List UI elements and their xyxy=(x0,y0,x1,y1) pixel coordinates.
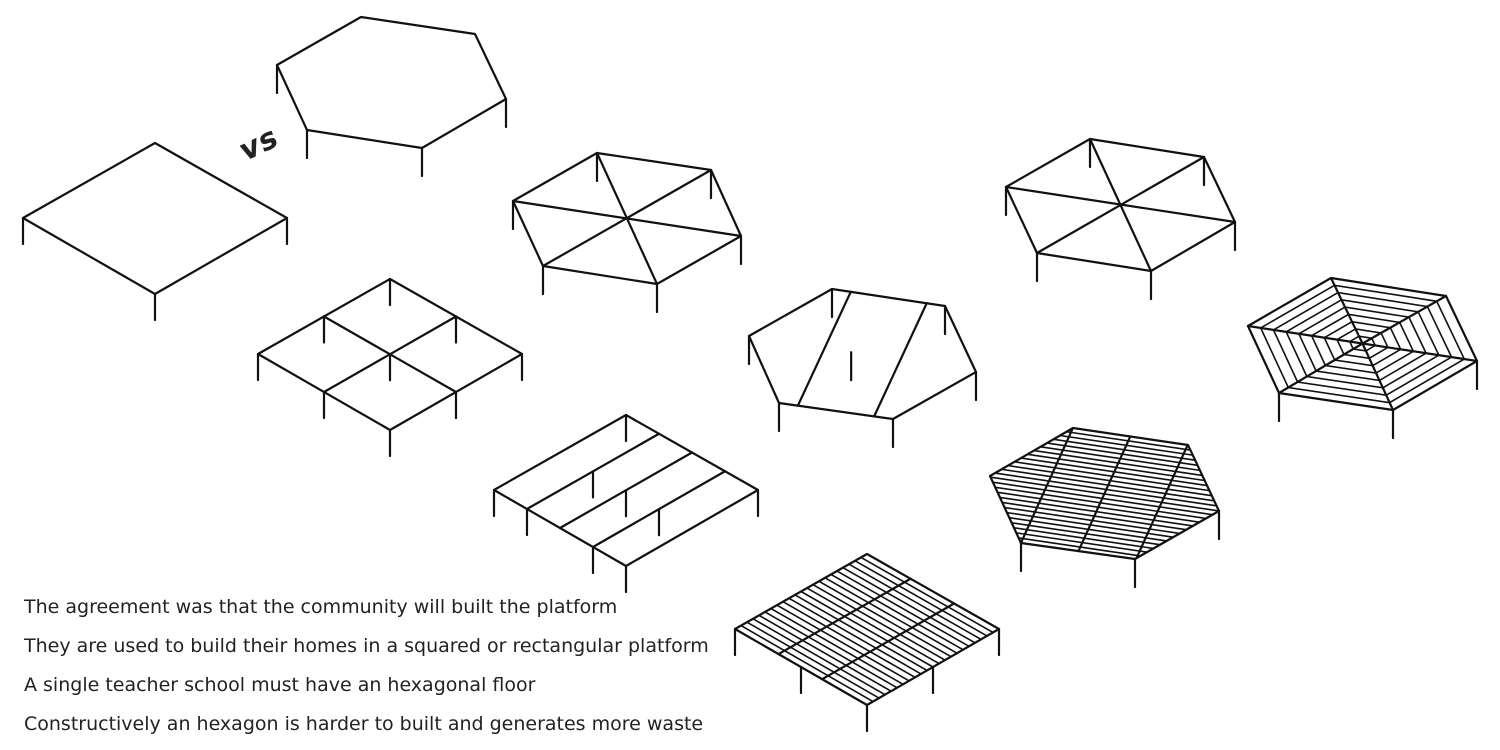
platform-outline xyxy=(275,15,508,150)
deck-board xyxy=(848,563,982,641)
deck-board xyxy=(1013,527,1155,550)
radial-beam xyxy=(1361,342,1479,363)
radial-beam xyxy=(1361,294,1448,345)
deck-board xyxy=(812,583,946,661)
parallel-beam xyxy=(796,290,852,407)
deck-board xyxy=(1026,453,1206,482)
deck-board xyxy=(1015,532,1148,553)
note-3: A single teacher school must have an hex… xyxy=(24,674,536,696)
note-1: The agreement was that the community wil… xyxy=(24,596,618,618)
square-platform-decked xyxy=(733,552,1001,733)
deck-beam xyxy=(1135,443,1189,560)
deck-board xyxy=(818,580,952,658)
deck-ring xyxy=(1297,306,1428,382)
deck-board xyxy=(1059,434,1194,456)
deck-board xyxy=(842,566,976,644)
deck-board xyxy=(1013,461,1211,492)
deck-ring xyxy=(1259,284,1466,404)
deck-ring xyxy=(1285,298,1440,389)
hexagon-platform-decked-concentric xyxy=(1246,276,1479,440)
deck-board xyxy=(1017,537,1142,557)
deck-board xyxy=(830,573,964,651)
deck-board xyxy=(1039,445,1201,472)
deck-board xyxy=(1010,521,1161,546)
deck-board xyxy=(776,604,910,682)
note-4: Constructively an hexagon is harder to b… xyxy=(24,713,704,735)
radial-beam xyxy=(1246,324,1364,345)
deck-board xyxy=(989,476,1220,512)
deck-board xyxy=(782,600,916,679)
note-2: They are used to build their homes in a … xyxy=(24,635,709,657)
parallel-beam xyxy=(873,302,928,418)
deck-ring xyxy=(1272,291,1453,397)
hexagon-platform-radial-frame xyxy=(511,151,743,314)
radial-beam xyxy=(1329,276,1364,345)
deck-board xyxy=(740,624,874,703)
radial-beam xyxy=(1035,155,1206,255)
deck-ring xyxy=(1348,335,1377,352)
deck-board xyxy=(1003,506,1181,535)
notes-list: The agreement was that the community wil… xyxy=(24,588,724,744)
deck-board xyxy=(1006,511,1174,538)
deck-board xyxy=(854,560,988,637)
deck-board xyxy=(1046,442,1199,467)
hexagon-platform-plain xyxy=(275,15,508,178)
deck-board xyxy=(836,570,970,648)
deck-board xyxy=(746,621,880,699)
deck-board xyxy=(800,590,934,668)
deck-ring xyxy=(1310,313,1415,374)
deck-board xyxy=(1000,468,1215,502)
square-platform-grid xyxy=(256,277,524,458)
deck-board xyxy=(794,594,928,672)
deck-board xyxy=(860,556,994,634)
platform-outline xyxy=(747,287,978,421)
deck-board xyxy=(994,472,1218,507)
deck-board xyxy=(824,577,958,654)
deck-beam xyxy=(821,602,956,681)
deck-board xyxy=(1020,457,1208,487)
deck-board xyxy=(994,486,1207,520)
deck-board xyxy=(996,491,1201,523)
radial-beam xyxy=(541,168,713,268)
deck-board xyxy=(1033,449,1204,477)
deck-board xyxy=(770,607,904,686)
deck-board xyxy=(1052,438,1196,462)
deck-board xyxy=(806,587,940,665)
hexagon-platform-radial-frame-2 xyxy=(1004,137,1237,301)
deck-board xyxy=(1007,464,1213,497)
deck-board xyxy=(1065,430,1192,451)
deck-board xyxy=(764,611,898,689)
deck-board xyxy=(999,496,1194,527)
deck-board xyxy=(1001,501,1188,531)
hexagon-platform-parallel-beams xyxy=(747,287,978,449)
deck-board xyxy=(992,481,1214,516)
square-platform-parallel-beams xyxy=(492,413,760,594)
square-platform-plain xyxy=(21,141,289,322)
deck-board xyxy=(788,597,922,675)
deck-board xyxy=(752,617,886,696)
hexagon-platform-decked-parallel xyxy=(988,426,1221,589)
deck-ring xyxy=(1323,320,1402,367)
deck-board xyxy=(1008,516,1168,542)
deck-ring xyxy=(1336,328,1389,360)
radial-beam xyxy=(1277,342,1364,395)
radial-beam xyxy=(1361,342,1395,412)
deck-board xyxy=(758,614,892,692)
deck-beam xyxy=(777,577,912,656)
